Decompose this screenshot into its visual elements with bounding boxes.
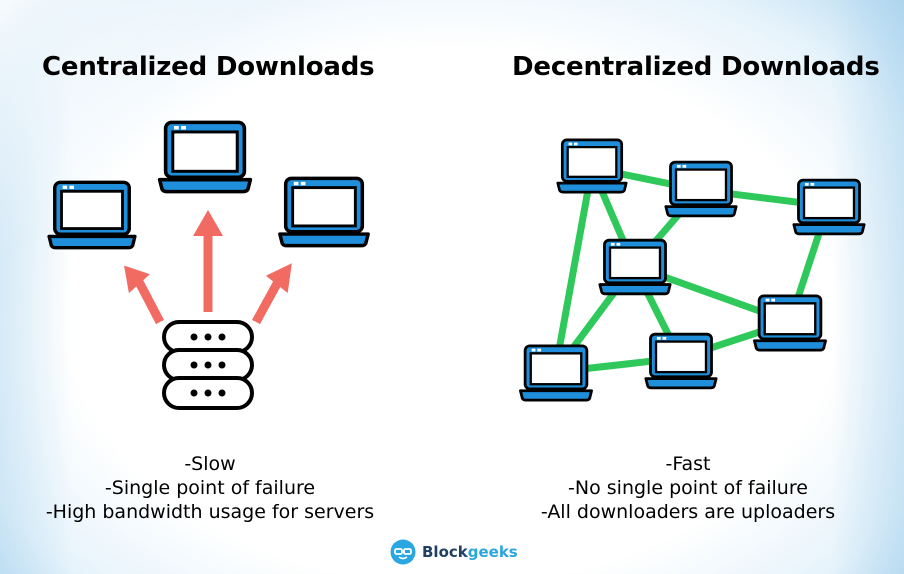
laptop-icon — [519, 344, 593, 402]
arrow-up-icon — [193, 210, 223, 312]
laptop-icon — [664, 160, 738, 218]
bullet-item: -Single point of failure — [104, 477, 316, 499]
bullet-item: -All downloaders are uploaders — [540, 501, 836, 523]
laptop-icon — [556, 138, 628, 194]
bullet-item: -Fast — [665, 453, 711, 475]
decentralized-title: Decentralized Downloads — [512, 52, 880, 82]
laptop-icon — [47, 180, 137, 250]
laptop-icon — [792, 178, 866, 236]
centralized-bullets: -Slow -Single point of failure -High ban… — [20, 452, 400, 524]
bullet-item: -Slow — [184, 453, 236, 475]
arrow-up-icon — [252, 263, 292, 325]
brand-name-part2: geeks — [467, 543, 518, 561]
laptop-icon — [278, 176, 370, 248]
laptop-icon — [644, 332, 718, 390]
brand-name: Blockgeeks — [422, 543, 518, 561]
bullet-item: -High bandwidth usage for servers — [45, 501, 375, 523]
server-stack-icon — [162, 320, 254, 410]
laptop-icon — [157, 120, 253, 194]
blockgeeks-logo-icon — [390, 539, 416, 565]
laptop-icon — [598, 238, 672, 296]
brand-name-part1: Block — [422, 543, 468, 561]
decentralized-bullets: -Fast -No single point of failure -All d… — [498, 452, 878, 524]
bullet-item: -No single point of failure — [568, 477, 808, 499]
brand-logo: Blockgeeks — [390, 537, 518, 567]
centralized-title: Centralized Downloads — [42, 52, 375, 82]
arrow-up-icon — [124, 265, 164, 325]
laptop-icon — [753, 294, 827, 352]
